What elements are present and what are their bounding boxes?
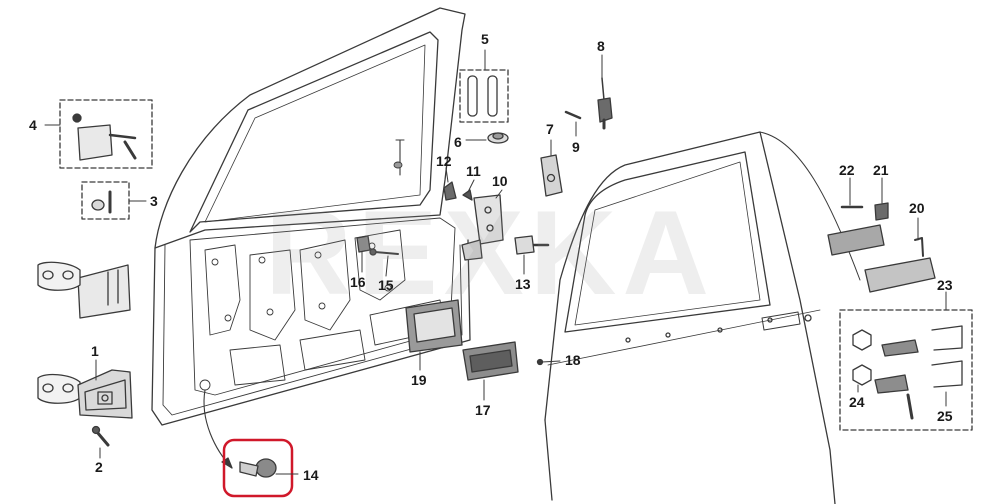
clip-part-12 <box>443 181 457 201</box>
kit-box-part-3 <box>81 181 130 220</box>
leader-lines <box>44 49 947 475</box>
outer-door <box>544 131 861 504</box>
callout-22: 22 <box>839 162 855 178</box>
bracket-part-13 <box>514 235 550 255</box>
callout-13: 13 <box>515 276 531 292</box>
inner-handle-bezel-part-19 <box>405 299 463 353</box>
kit-box-part-23 <box>839 309 973 431</box>
callout-19: 19 <box>411 372 427 388</box>
clip-part-9 <box>564 110 582 120</box>
screw-part-15 <box>369 248 399 256</box>
callout-10: 10 <box>492 173 508 189</box>
retainer-part-25 <box>931 325 963 388</box>
highlight-box-part-14 <box>222 438 294 498</box>
callout-arrow-part-14 <box>203 389 233 469</box>
leader-part-11 <box>467 179 475 193</box>
outer-handle-part-20 <box>864 237 936 293</box>
push-clip-part-14 <box>239 458 277 478</box>
callout-4: 4 <box>29 117 37 133</box>
clip-part-16 <box>356 235 371 253</box>
callout-14: 14 <box>303 467 319 483</box>
handle-housing-part-17 <box>462 341 519 381</box>
callout-1: 1 <box>91 343 99 359</box>
callout-16: 16 <box>350 274 366 290</box>
callout-11: 11 <box>466 163 481 179</box>
callout-15: 15 <box>378 277 394 293</box>
leader-part-18 <box>541 360 561 363</box>
callout-12: 12 <box>436 153 452 169</box>
outer-handle-part-21 <box>827 202 889 256</box>
kit-box-part-5 <box>459 69 509 123</box>
inner-door-frame <box>151 7 471 426</box>
lock-cylinder-part-24 <box>852 329 919 420</box>
callout-5: 5 <box>481 31 489 47</box>
callout-25: 25 <box>937 408 953 424</box>
hinge-bolt-part-2 <box>91 425 110 447</box>
lock-rod-part-8 <box>597 77 613 130</box>
callout-6: 6 <box>454 134 462 150</box>
callout-23: 23 <box>937 277 953 293</box>
inner-door-panel <box>189 139 456 396</box>
strip-part-5a <box>467 75 478 117</box>
striker-plate-part-7 <box>540 154 563 197</box>
hinge-upper <box>37 261 131 319</box>
callout-3: 3 <box>150 193 158 209</box>
callout-8: 8 <box>597 38 605 54</box>
pin-part-3 <box>91 190 112 214</box>
callout-24: 24 <box>849 394 865 410</box>
callout-18: 18 <box>565 352 581 368</box>
callout-17: 17 <box>475 402 491 418</box>
callout-21: 21 <box>873 162 889 178</box>
leader-part-12 <box>445 167 449 183</box>
callout-9: 9 <box>572 139 580 155</box>
clip-part-11 <box>462 189 473 201</box>
door-latch-part-10 <box>461 194 504 261</box>
leader-part-15 <box>385 255 389 277</box>
callout-20: 20 <box>909 200 925 216</box>
callout-7: 7 <box>546 121 554 137</box>
hinge-lower-part-1 <box>37 369 133 419</box>
callout-2: 2 <box>95 459 103 475</box>
leader-part-10 <box>495 189 503 199</box>
grommet-part-6 <box>487 132 509 144</box>
check-strap-part-4 <box>72 113 137 161</box>
strip-part-5b <box>487 75 498 117</box>
